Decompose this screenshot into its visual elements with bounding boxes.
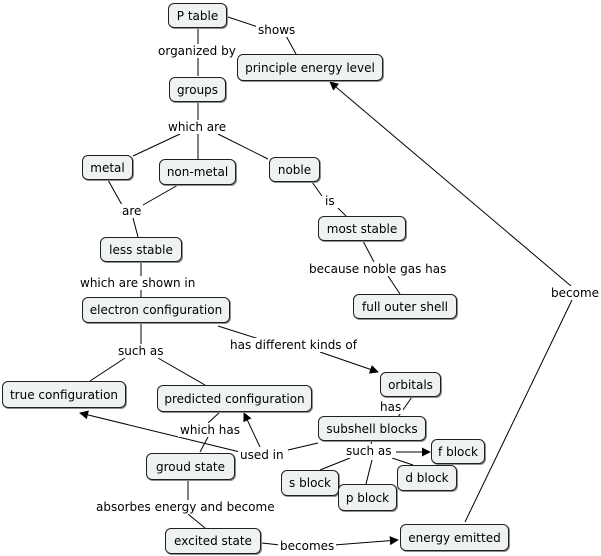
- node-s-block[interactable]: s block: [281, 470, 339, 496]
- node-metal[interactable]: metal: [82, 155, 133, 180]
- link-shows: shows: [256, 23, 298, 37]
- node-p-table[interactable]: P table: [168, 3, 227, 28]
- link-because-noble-gas-has: because noble gas has: [307, 262, 449, 276]
- node-excited-state[interactable]: excited state: [165, 528, 261, 554]
- link-absorbes-energy-and-become: absorbes energy and become: [94, 500, 277, 514]
- node-predicted-configuration[interactable]: predicted configuration: [157, 385, 312, 412]
- node-true-configuration[interactable]: true configuration: [2, 381, 126, 408]
- link-which-has: which has: [178, 423, 242, 437]
- link-such-as-electron: such as: [116, 344, 166, 358]
- node-groud-state[interactable]: groud state: [146, 453, 235, 480]
- node-orbitals[interactable]: orbitals: [380, 372, 441, 397]
- node-groups[interactable]: groups: [169, 77, 226, 102]
- link-used-in: used in: [238, 448, 286, 462]
- node-subshell-blocks[interactable]: subshell blocks: [318, 416, 426, 441]
- link-which-are: which are: [166, 120, 229, 134]
- node-electron-configuration[interactable]: electron configuration: [82, 297, 230, 323]
- link-organized-by: organized by: [156, 44, 238, 58]
- node-most-stable[interactable]: most stable: [318, 216, 406, 241]
- node-f-block[interactable]: f block: [431, 439, 485, 464]
- link-such-as-subshell: such as: [344, 444, 394, 458]
- link-becomes: becomes: [278, 539, 337, 553]
- link-has-different-kinds-of: has different kinds of: [228, 338, 359, 352]
- node-d-block[interactable]: d block: [397, 465, 457, 491]
- link-has: has: [378, 400, 404, 414]
- link-are: are: [120, 204, 144, 218]
- node-principle-energy-level[interactable]: principle energy level: [237, 54, 383, 81]
- link-which-are-shown-in: which are shown in: [78, 276, 198, 290]
- node-p-block[interactable]: p block: [338, 484, 397, 511]
- node-non-metal[interactable]: non-metal: [159, 159, 236, 185]
- link-is: is: [323, 194, 337, 208]
- link-become: become: [549, 286, 601, 300]
- node-noble[interactable]: noble: [269, 157, 320, 182]
- node-full-outer-shell[interactable]: full outer shell: [353, 294, 457, 319]
- node-energy-emitted[interactable]: energy emitted: [400, 524, 509, 551]
- node-less-stable[interactable]: less stable: [100, 237, 182, 262]
